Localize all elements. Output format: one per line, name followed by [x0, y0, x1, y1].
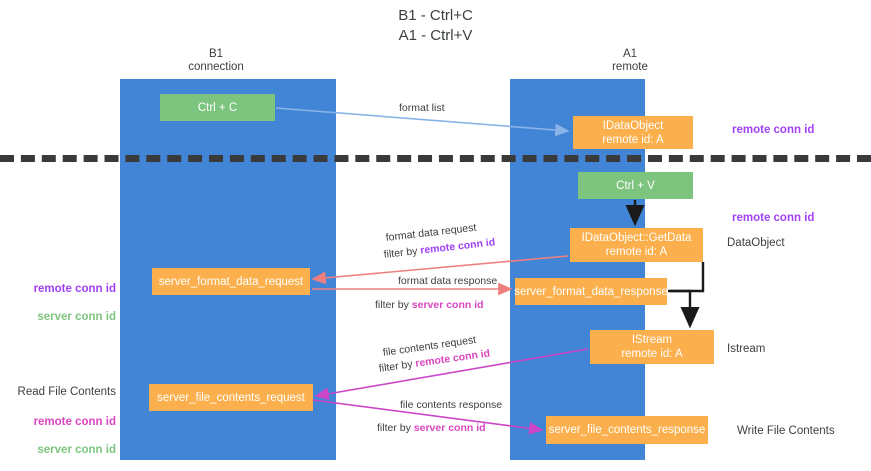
note-remote-conn-id: remote conn id — [33, 283, 116, 295]
note-server-conn-id: server conn id — [37, 311, 116, 323]
server-conn-id-text: server conn id — [413, 422, 486, 434]
note-conn-ids-format: remote conn id server conn id — [0, 268, 116, 338]
edge-label-file-contents-response: file contents response — [400, 399, 503, 411]
note-server-conn-id: server conn id — [37, 444, 116, 456]
filter-by-text: filter by — [378, 357, 417, 375]
note-conn-ids-file: remote conn id server conn id — [0, 401, 116, 471]
note-read-file-contents: Read File Contents — [17, 386, 116, 398]
edge-label-format-data-response: format data response — [398, 275, 498, 287]
note-remote-conn-id-top: remote conn id — [732, 124, 815, 136]
section-divider — [0, 155, 871, 162]
edge-label-filter-by-server-conn-id-format: filter by server conn id — [375, 298, 484, 312]
note-istream: Istream — [727, 343, 766, 355]
box-ctrl-v[interactable]: Ctrl + V — [578, 172, 693, 199]
box-server-file-contents-request[interactable]: server_file_contents_request — [149, 384, 313, 411]
filter-by-text: filter by — [377, 422, 414, 434]
note-write-file-contents: Write File Contents — [737, 425, 835, 437]
box-server-file-contents-response[interactable]: server_file_contents_response — [546, 416, 708, 444]
page-title: B1 - Ctrl+C A1 - Ctrl+V — [398, 7, 473, 44]
server-conn-id-text: server conn id — [411, 299, 484, 311]
box-ctrl-c[interactable]: Ctrl + C — [160, 94, 275, 121]
column-header-b1: B1 connection — [188, 48, 244, 73]
filter-by-text: filter by — [383, 244, 422, 261]
edge-label-filter-by-server-conn-id-file: filter by server conn id — [377, 421, 486, 435]
note-remote-conn-id: remote conn id — [33, 416, 116, 428]
edge-label-format-list: format list — [399, 102, 445, 114]
column-header-a1: A1 remote — [612, 48, 648, 73]
box-server-format-data-request[interactable]: server_format_data_request — [152, 268, 310, 295]
filter-by-text: filter by — [375, 299, 412, 311]
note-remote-conn-id-mid: remote conn id — [732, 212, 815, 224]
note-dataobject: DataObject — [727, 237, 785, 249]
box-idataobject[interactable]: IDataObject remote id: A — [573, 116, 693, 149]
box-istream[interactable]: IStream remote id: A — [590, 330, 714, 364]
box-server-format-data-response[interactable]: server_format_data_response — [514, 278, 668, 305]
box-idataobject-getdata[interactable]: IDataObject::GetData remote id: A — [570, 228, 703, 262]
